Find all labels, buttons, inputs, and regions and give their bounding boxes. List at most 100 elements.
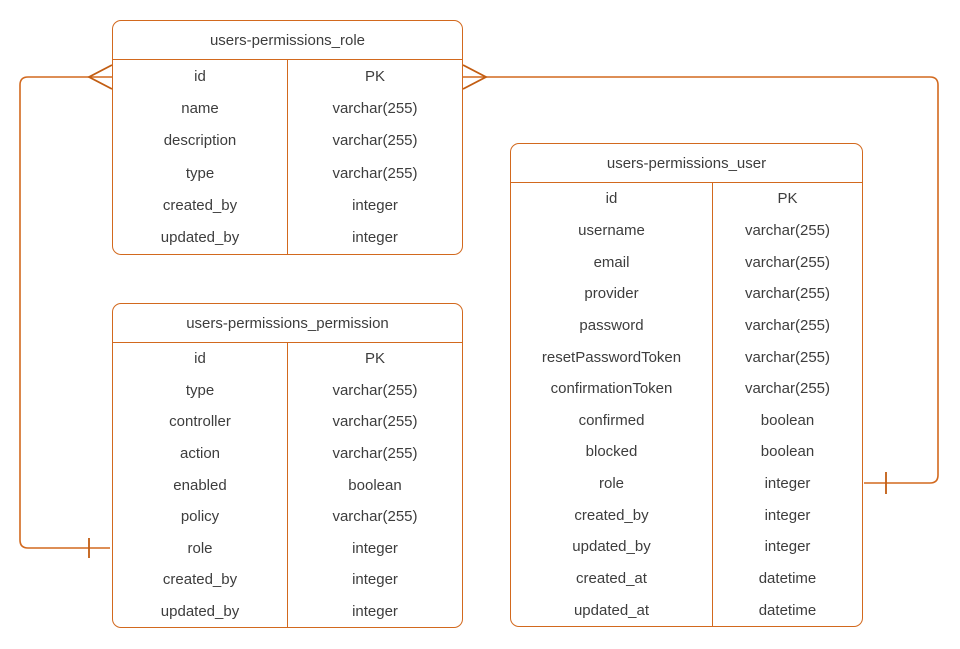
field-name: type — [185, 164, 215, 182]
field-name: email — [593, 253, 630, 271]
table-row: type varchar(255) — [113, 156, 462, 190]
field-name: enabled — [173, 476, 227, 494]
field-name: provider — [584, 285, 639, 303]
field-name: created_by — [574, 506, 649, 524]
field-name: updated_by — [160, 229, 240, 247]
field-name: created_by — [162, 571, 238, 589]
field-type: integer — [712, 467, 862, 500]
field-name: role — [187, 539, 213, 557]
field-type: varchar(255) — [287, 500, 462, 533]
field-type: integer — [287, 532, 462, 564]
entity-table-user[interactable]: users-permissions_user id PK username va… — [510, 143, 863, 627]
connector-line[interactable] — [19, 76, 112, 549]
field-name: resetPasswordToken — [541, 348, 682, 366]
entity-table-permission[interactable]: users-permissions_permission id PK type … — [112, 303, 463, 628]
entity-table-role[interactable]: users-permissions_role id PK name varcha… — [112, 20, 463, 255]
field-type: varchar(255) — [287, 406, 462, 438]
field-name: password — [579, 316, 644, 334]
field-type: PK — [287, 343, 462, 375]
table-title: users-permissions_permission — [113, 304, 462, 343]
table-row: policy varchar(255) — [113, 500, 462, 533]
table-row: confirmed boolean — [511, 404, 862, 437]
field-name: created_by — [162, 196, 238, 214]
field-name: id — [605, 190, 618, 208]
field-type: PK — [712, 183, 862, 215]
table-row: name varchar(255) — [113, 92, 462, 125]
many-crows-foot-icon — [87, 64, 113, 90]
field-name: description — [163, 132, 237, 150]
field-name: confirmed — [578, 411, 645, 429]
field-type: boolean — [712, 404, 862, 437]
field-name: name — [181, 99, 219, 117]
field-name: updated_at — [573, 601, 650, 619]
table-row: id PK — [113, 60, 462, 93]
field-name: created_at — [576, 570, 647, 587]
field-type: integer — [712, 531, 862, 563]
field-name: confirmationToken — [550, 380, 673, 398]
connector-line[interactable] — [463, 76, 939, 484]
field-name: controller — [169, 413, 231, 431]
table-row: created_by integer — [113, 563, 462, 596]
table-row: description varchar(255) — [113, 124, 462, 157]
table-row: role integer — [113, 532, 462, 564]
field-type: PK — [287, 60, 462, 93]
table-row: created_by integer — [113, 189, 462, 222]
field-type: integer — [712, 499, 862, 532]
field-type: varchar(255) — [287, 437, 462, 470]
field-type: integer — [287, 563, 462, 596]
field-name: type — [185, 381, 215, 399]
field-name: action — [179, 444, 221, 462]
many-crows-foot-icon — [462, 64, 488, 90]
table-row: updated_by integer — [113, 595, 462, 628]
field-type: datetime — [712, 594, 862, 626]
table-row: enabled boolean — [113, 469, 462, 501]
table-row: password varchar(255) — [511, 309, 862, 342]
field-type: datetime — [712, 562, 862, 595]
relationship-role-permission[interactable] — [19, 64, 113, 558]
field-type: integer — [287, 189, 462, 222]
table-field-list: id PK username varchar(255) email varcha… — [511, 183, 862, 626]
field-type: varchar(255) — [287, 92, 462, 125]
table-title: users-permissions_role — [113, 21, 462, 60]
field-type: varchar(255) — [712, 372, 862, 405]
table-row: updated_at datetime — [511, 594, 862, 626]
table-field-list: id PK name varchar(255) description varc… — [113, 60, 462, 254]
field-name: policy — [180, 508, 220, 526]
field-name: username — [578, 221, 645, 239]
field-name: blocked — [585, 443, 638, 461]
relationship-role-user[interactable] — [462, 64, 939, 494]
table-row: provider varchar(255) — [511, 277, 862, 310]
table-row: id PK — [113, 343, 462, 375]
field-type: varchar(255) — [712, 246, 862, 278]
table-row: email varchar(255) — [511, 246, 862, 278]
field-type: integer — [287, 221, 462, 254]
table-row: blocked boolean — [511, 436, 862, 468]
field-type: varchar(255) — [712, 309, 862, 342]
table-row: created_at datetime — [511, 562, 862, 595]
field-name: role — [598, 475, 624, 493]
field-type: varchar(255) — [287, 374, 462, 407]
table-row: controller varchar(255) — [113, 406, 462, 438]
table-field-list: id PK type varchar(255) controller varch… — [113, 343, 462, 628]
field-name: id — [194, 67, 206, 85]
table-row: action varchar(255) — [113, 437, 462, 470]
table-row: id PK — [511, 183, 862, 215]
table-row: type varchar(255) — [113, 374, 462, 407]
field-type: varchar(255) — [712, 277, 862, 310]
table-title: users-permissions_user — [511, 144, 862, 183]
field-type: boolean — [712, 436, 862, 468]
field-type: varchar(255) — [287, 156, 462, 190]
field-type: boolean — [287, 469, 462, 501]
table-row: confirmationToken varchar(255) — [511, 372, 862, 405]
field-type: varchar(255) — [712, 214, 862, 247]
table-row: updated_by integer — [113, 221, 462, 254]
table-row: resetPasswordToken varchar(255) — [511, 341, 862, 373]
field-type: varchar(255) — [712, 341, 862, 373]
field-name: id — [194, 350, 206, 368]
table-row: username varchar(255) — [511, 214, 862, 247]
field-type: integer — [287, 595, 462, 628]
table-row: updated_by integer — [511, 531, 862, 563]
field-name: updated_by — [572, 538, 651, 556]
